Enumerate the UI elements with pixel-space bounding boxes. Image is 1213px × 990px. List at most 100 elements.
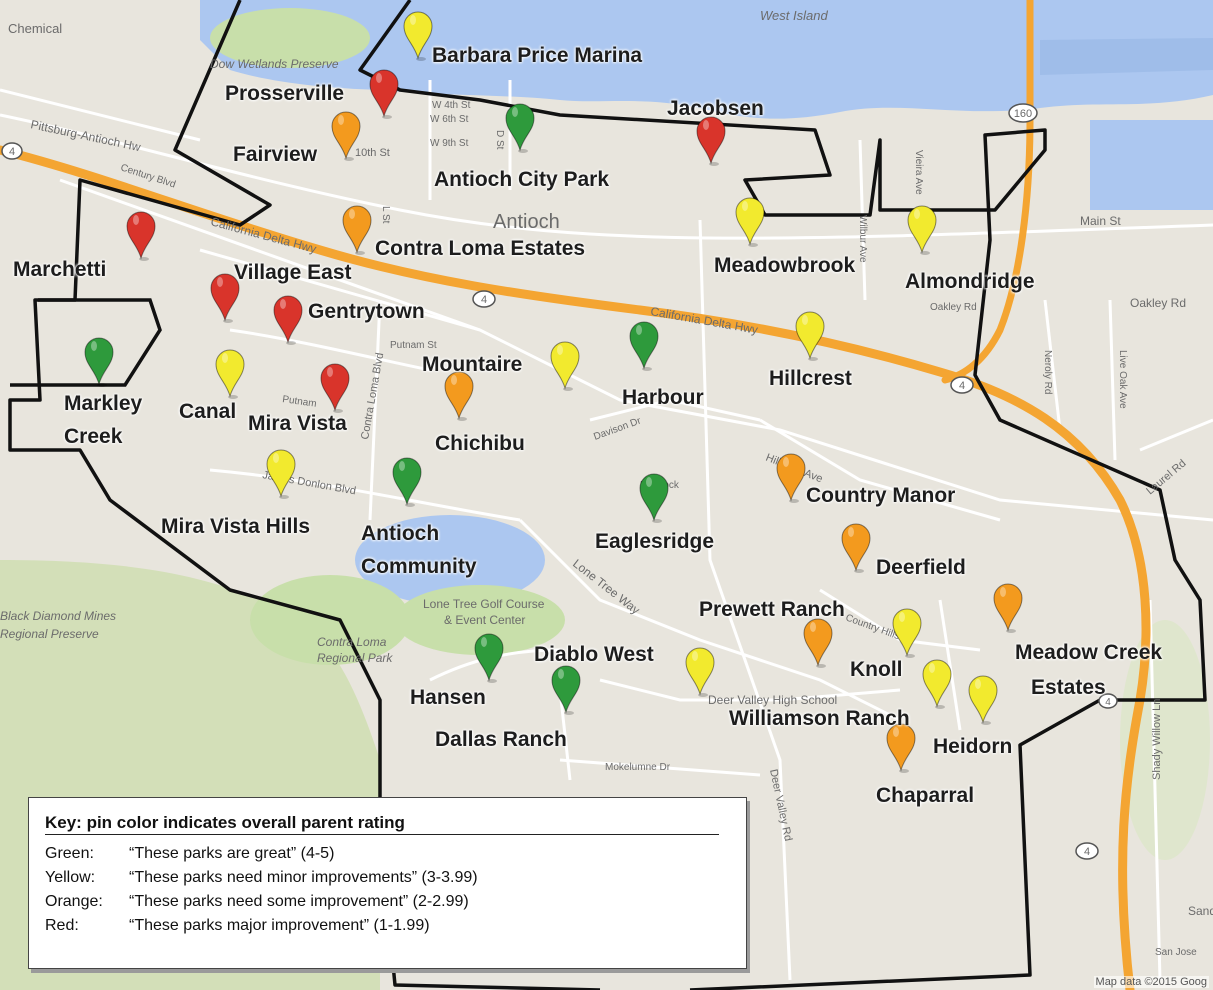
pin-almondridge[interactable] bbox=[907, 205, 937, 255]
street-label-chemical: Chemical bbox=[8, 21, 62, 36]
pin-heidorn[interactable] bbox=[968, 675, 998, 725]
street-label-mokelumne: Mokelumne Dr bbox=[605, 762, 671, 773]
pin-markley-creek[interactable] bbox=[84, 337, 114, 387]
hwy4-shield-b: 4 bbox=[950, 376, 974, 394]
hwy4-shield-a: 4 bbox=[472, 290, 496, 308]
park-label-diablo-west: Diablo West bbox=[534, 643, 654, 666]
park-label-deerfield: Deerfield bbox=[876, 556, 966, 579]
pin-antioch-city-park[interactable] bbox=[505, 103, 535, 153]
key-label-orange: Orange: bbox=[45, 893, 103, 910]
street-label-tenth: 10th St bbox=[355, 147, 390, 159]
pin-mira-vista-hills[interactable] bbox=[266, 449, 296, 499]
hwy4-shield-left-text: 4 bbox=[9, 146, 15, 158]
key-text-green: “These parks are great” (4-5) bbox=[129, 845, 335, 862]
pin-meadow-creek-estates[interactable] bbox=[993, 583, 1023, 633]
park-label-gentrytown: Gentrytown bbox=[308, 300, 425, 323]
park-label-antioch-city-park: Antioch City Park bbox=[434, 168, 610, 191]
river-channel bbox=[1040, 38, 1213, 75]
park-label-contra-loma-estates: Contra Loma Estates bbox=[375, 237, 586, 260]
pin-gentrytown[interactable] bbox=[273, 295, 303, 345]
pin-hansen[interactable] bbox=[474, 633, 504, 683]
park-label-meadow-creek-estates-line2: Estates bbox=[1031, 676, 1106, 699]
pin-barbara-price-marina[interactable] bbox=[403, 11, 433, 61]
pin-marchetti[interactable] bbox=[126, 211, 156, 261]
street-label-event-center: & Event Center bbox=[444, 613, 525, 627]
street-label-diamond-mines: Black Diamond Mines bbox=[0, 609, 116, 623]
pin-antioch-community[interactable] bbox=[392, 457, 422, 507]
key-label-green: Green: bbox=[45, 845, 94, 862]
hwy4-shield-c-text: 4 bbox=[1084, 846, 1090, 858]
map-legend-key: Key: pin color indicates overall parent … bbox=[28, 797, 747, 969]
pin-country-manor[interactable] bbox=[776, 453, 806, 503]
street-label-putnam-st: Putnam St bbox=[390, 340, 437, 351]
pin-prewett-ranch[interactable] bbox=[803, 618, 833, 668]
hwy4-shield-a-text: 4 bbox=[481, 294, 487, 306]
pin-eaglesridge[interactable] bbox=[639, 473, 669, 523]
pin-prosserville[interactable] bbox=[369, 69, 399, 119]
park-label-country-manor: Country Manor bbox=[806, 484, 956, 507]
park-label-barbara-price-marina: Barbara Price Marina bbox=[432, 44, 643, 67]
pin-fairview[interactable] bbox=[331, 111, 361, 161]
pin-dallas-ranch[interactable] bbox=[551, 665, 581, 715]
pin-jacobsen[interactable] bbox=[696, 116, 726, 166]
park-label-village-east: Village East bbox=[234, 261, 352, 284]
park-label-hillcrest: Hillcrest bbox=[769, 367, 852, 390]
park-label-mountaire: Mountaire bbox=[422, 353, 523, 376]
street-label-neroly: Neroly Rd bbox=[1042, 350, 1053, 394]
pin-mountaire[interactable] bbox=[550, 341, 580, 391]
park-label-knoll: Knoll bbox=[850, 658, 903, 681]
park-label-markley-creek-line2: Creek bbox=[64, 425, 123, 448]
pin-diablo-west[interactable] bbox=[685, 647, 715, 697]
key-title: Key: pin color indicates overall parent … bbox=[45, 813, 405, 832]
park-label-williamson-ranch: Williamson Ranch bbox=[729, 707, 910, 730]
contra-loma-reservoir bbox=[355, 515, 545, 605]
pin-canal[interactable] bbox=[215, 349, 245, 399]
street-label-w9th: W 9th St bbox=[430, 138, 469, 149]
map-attribution: Map data ©2015 Goog bbox=[1093, 976, 1209, 988]
hwy4-shield-c: 4 bbox=[1075, 842, 1099, 860]
park-label-hansen: Hansen bbox=[410, 686, 486, 709]
park-label-mira-vista: Mira Vista bbox=[248, 412, 347, 435]
contra-loma-park-area bbox=[250, 575, 410, 665]
street-label-d-st: D St bbox=[494, 130, 505, 150]
street-label-antioch: Antioch bbox=[493, 211, 560, 233]
city-boundary bbox=[8, 0, 1207, 990]
pin-knoll[interactable] bbox=[892, 608, 922, 658]
key-label-red: Red: bbox=[45, 917, 79, 934]
hwy160-shield: 160 bbox=[1008, 103, 1038, 123]
key-text-orange: “These parks need some improvement” (2-2… bbox=[129, 893, 469, 910]
pin-meadowbrook[interactable] bbox=[735, 197, 765, 247]
pin-harbour[interactable] bbox=[629, 321, 659, 371]
street-label-w6th: W 6th St bbox=[430, 114, 469, 125]
key-text-yellow: “These parks need minor improvements” (3… bbox=[129, 869, 478, 886]
pin-deerfield[interactable] bbox=[841, 523, 871, 573]
street-label-main-st: Main St bbox=[1080, 214, 1121, 228]
key-row-orange: Orange: “These parks need some improvemen… bbox=[45, 890, 469, 914]
pin-contra-loma-estates[interactable] bbox=[342, 205, 372, 255]
park-label-antioch-community-line1: Antioch bbox=[361, 522, 440, 545]
pin-williamson-ranch[interactable] bbox=[922, 659, 952, 709]
park-label-meadowbrook: Meadowbrook bbox=[714, 254, 856, 277]
pin-chaparral[interactable] bbox=[886, 723, 916, 773]
park-label-chichibu: Chichibu bbox=[435, 432, 525, 455]
street-label-live-oak: Live Oak Ave bbox=[1117, 350, 1128, 409]
golf-course-area bbox=[395, 585, 565, 655]
street-label-l-st: L St bbox=[380, 206, 391, 224]
highway-shields: 4 4 4 160 4 4 bbox=[1, 103, 1118, 860]
pin-mira-vista[interactable] bbox=[320, 363, 350, 413]
street-label-wilbur: Wilbur Ave bbox=[857, 215, 868, 263]
pin-hillcrest[interactable] bbox=[795, 311, 825, 361]
park-label-chaparral: Chaparral bbox=[876, 784, 975, 807]
park-label-dallas-ranch: Dallas Ranch bbox=[435, 728, 567, 751]
wetlands-area bbox=[210, 8, 370, 68]
park-label-prosserville: Prosserville bbox=[225, 82, 345, 105]
park-label-harbour: Harbour bbox=[622, 386, 704, 409]
pin-chichibu[interactable] bbox=[444, 371, 474, 421]
park-label-canal: Canal bbox=[179, 400, 237, 423]
street-label-dow-wetlands: Dow Wetlands Preserve bbox=[210, 57, 339, 71]
park-label-heidorn: Heidorn bbox=[933, 735, 1013, 758]
pin-village-east[interactable] bbox=[210, 273, 240, 323]
street-label-w4th: W 4th St bbox=[432, 100, 471, 111]
park-label-markley-creek-line1: Markley bbox=[64, 392, 143, 415]
